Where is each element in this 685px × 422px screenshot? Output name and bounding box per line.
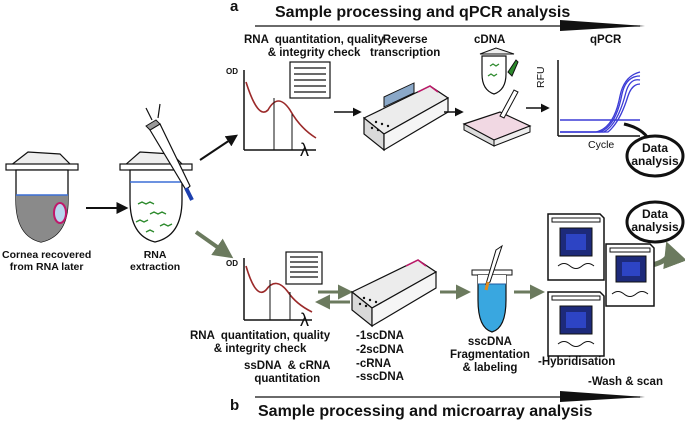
data-analysis-circle-qpcr bbox=[625, 134, 685, 178]
gel-image-bottom bbox=[285, 251, 323, 285]
od-spectrum-plot-bottom bbox=[243, 258, 313, 321]
cornea-tube bbox=[5, 151, 79, 243]
od-spectrum-plot-top bbox=[243, 70, 317, 151]
panel-a-title: Sample processing and qPCR analysis bbox=[275, 4, 571, 21]
panel-a-header-arrow bbox=[255, 20, 645, 31]
microarray-chip-top bbox=[547, 213, 605, 281]
label-rna-qc-top: RNA quantitation, quality & integrity ch… bbox=[244, 34, 385, 59]
panel-b-header-arrow bbox=[255, 391, 645, 402]
panel-a-letter: a bbox=[230, 0, 239, 15]
data-analysis-circle-microarray bbox=[625, 200, 685, 244]
panel-b-title: Sample processing and microarray analysi… bbox=[258, 403, 593, 420]
thermocycler-top bbox=[362, 82, 450, 152]
microarray-chip-right bbox=[605, 243, 655, 307]
cdna-tube-and-plate bbox=[462, 47, 532, 147]
label-ss-quantitation: ssDNA & cRNA quantitation bbox=[244, 360, 331, 385]
fragmentation-tube bbox=[471, 244, 513, 333]
thermocycler-bottom bbox=[350, 259, 438, 328]
lambda-bottom: λ bbox=[300, 310, 309, 330]
label-cdna: cDNA bbox=[474, 34, 506, 46]
lambda-top: λ bbox=[300, 140, 309, 160]
data-analysis-label-microarray: Data analysis bbox=[631, 207, 679, 235]
label-hybridisation: -Hybridisation bbox=[538, 356, 616, 368]
extraction-tube bbox=[119, 103, 194, 243]
label-fragmentation: sscDNA Fragmentation & labeling bbox=[450, 336, 530, 374]
axis-od-bottom: OD bbox=[226, 259, 238, 268]
pipette-small-icon bbox=[485, 244, 503, 285]
label-reverse-transcription: Reverse transcription bbox=[370, 34, 441, 59]
axis-rfu: RFU bbox=[535, 66, 547, 88]
gel-image-top bbox=[289, 61, 331, 99]
label-products-list: -1scDNA -2scDNA -cRNA -sscDNA bbox=[356, 330, 404, 384]
pipette-icon bbox=[145, 103, 194, 201]
label-rna-extraction: RNA extraction bbox=[130, 249, 181, 273]
qpcr-amplification-plot bbox=[557, 60, 641, 137]
label-cornea: Cornea recovered from RNA later bbox=[2, 249, 92, 273]
rna-strands-icon bbox=[135, 201, 173, 233]
panel-b-letter: b bbox=[230, 397, 240, 414]
cornea-icon bbox=[53, 202, 67, 224]
microarray-chip-bottom bbox=[547, 291, 605, 357]
data-analysis-label-qpcr: Data analysis bbox=[631, 141, 679, 169]
arrow-extraction-to-microarray-branch bbox=[194, 230, 234, 259]
label-wash-scan: -Wash & scan bbox=[588, 376, 663, 388]
axis-od-top: OD bbox=[226, 67, 238, 76]
label-qpcr: qPCR bbox=[590, 34, 622, 46]
label-rna-qc-bottom: RNA quantitation, quality & integrity ch… bbox=[190, 330, 331, 355]
axis-cycle: Cycle bbox=[588, 139, 615, 151]
arrow-extraction-to-qpcr-branch bbox=[199, 134, 238, 161]
